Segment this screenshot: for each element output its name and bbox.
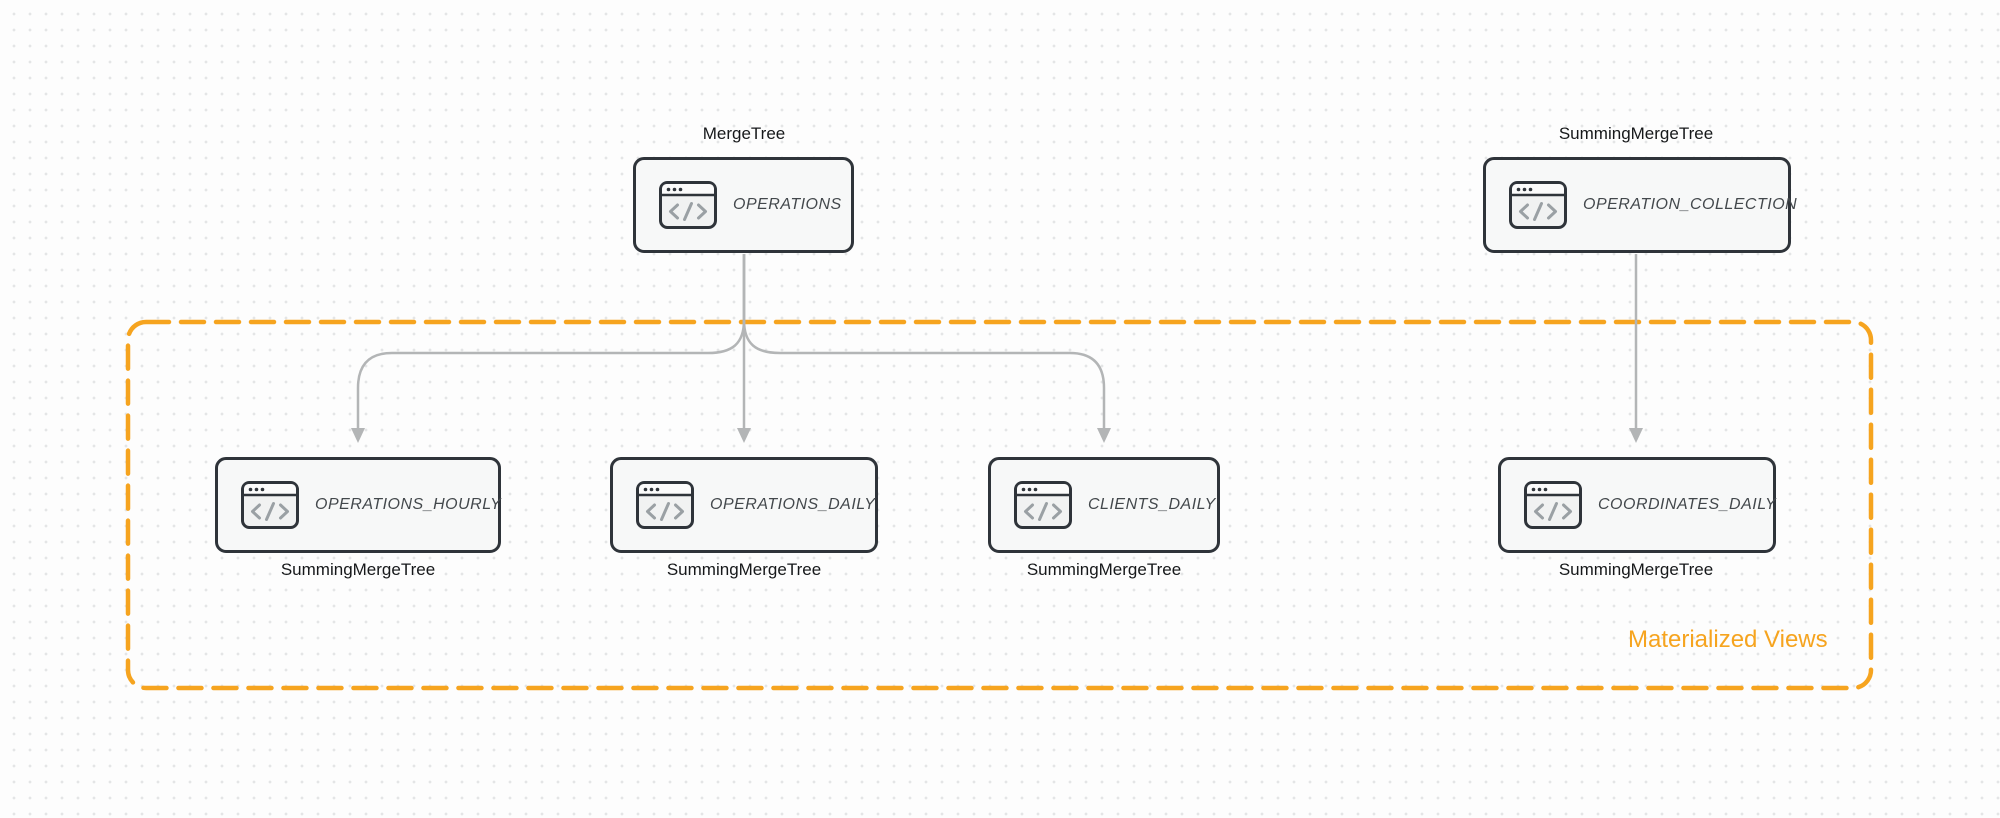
node-operations-hourly[interactable]: OPERATIONS_HOURLY	[215, 457, 501, 553]
node-clients-daily[interactable]: CLIENTS_DAILY	[988, 457, 1220, 553]
node-operations[interactable]: OPERATIONS	[633, 157, 854, 253]
materialized-views-group-label: Materialized Views	[1628, 626, 1828, 653]
node-coordinates-daily[interactable]: COORDINATES_DAILY	[1498, 457, 1776, 553]
edge-operations-to-clients-daily	[742, 254, 1111, 443]
engine-label-operations-daily: SummingMergeTree	[666, 560, 822, 579]
node-title: OPERATION_COLLECTION	[1583, 196, 1798, 213]
code-window-icon	[636, 481, 694, 529]
code-window-icon	[659, 181, 717, 229]
node-title: OPERATIONS_HOURLY	[315, 496, 502, 513]
code-window-icon	[1014, 481, 1072, 529]
materialized-views-group-frame	[125, 319, 1874, 691]
engine-label-operation-collection: SummingMergeTree	[1558, 124, 1714, 143]
node-title: OPERATIONS_DAILY	[710, 496, 876, 513]
node-operations-daily[interactable]: OPERATIONS_DAILY	[610, 457, 878, 553]
node-title: COORDINATES_DAILY	[1598, 496, 1777, 513]
engine-label-operations: MergeTree	[702, 124, 786, 143]
code-window-icon	[1524, 481, 1582, 529]
engine-label-coordinates-daily: SummingMergeTree	[1558, 560, 1714, 579]
engine-label-clients-daily: SummingMergeTree	[1026, 560, 1182, 579]
code-window-icon	[1509, 181, 1567, 229]
engine-label-operations-hourly: SummingMergeTree	[280, 560, 436, 579]
node-title: OPERATIONS	[733, 196, 842, 213]
node-operation-collection[interactable]: OPERATION_COLLECTION	[1483, 157, 1797, 253]
node-title: CLIENTS_DAILY	[1088, 496, 1216, 513]
code-window-icon	[241, 481, 299, 529]
edge-operations-to-operations-hourly	[351, 254, 746, 443]
